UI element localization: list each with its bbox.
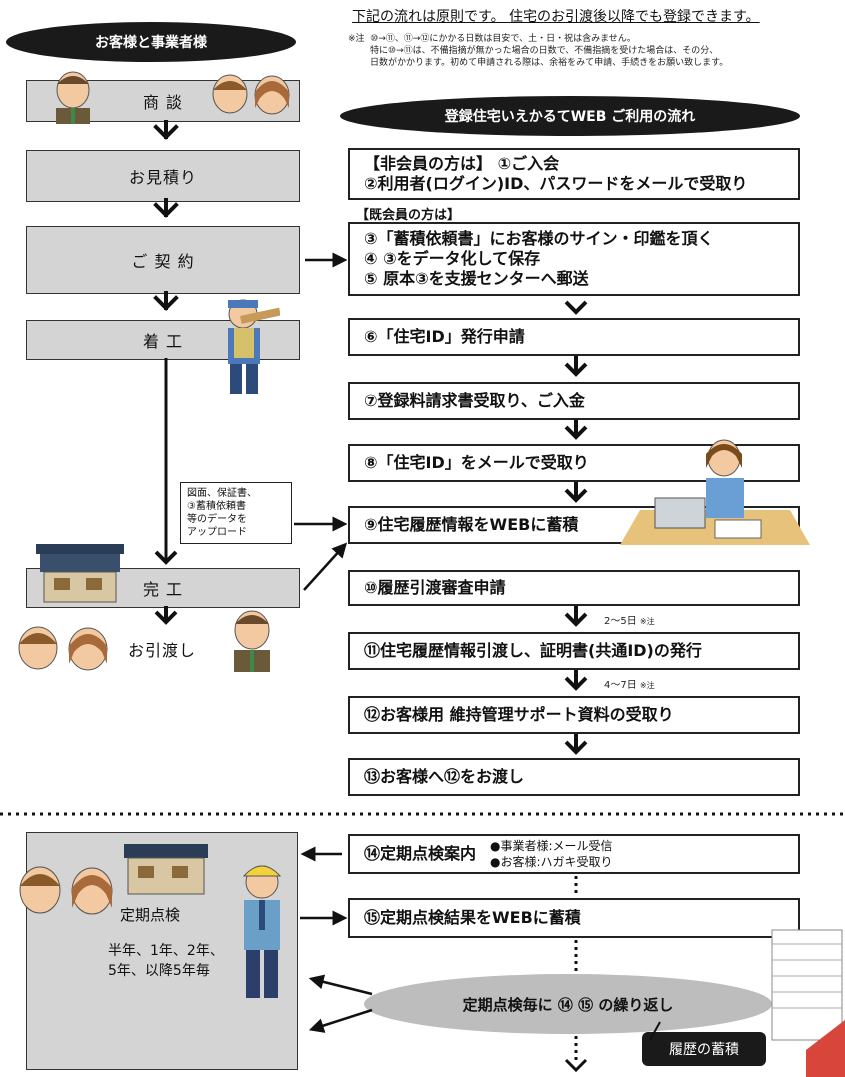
arrow-chevron — [564, 420, 588, 440]
step-13: ⑬お客様へ⑫をお渡し — [348, 758, 800, 796]
note-line3: 日数がかかります。初めて申請される際は、余裕をみて申請、手続きをお願い致します。 — [370, 58, 729, 68]
arrow-chevron — [153, 198, 179, 218]
arrow-chevron — [564, 734, 588, 755]
arrow-chevron — [564, 1058, 588, 1073]
step-11-label: ⑪住宅履歴情報引渡し、証明書(共通ID)の発行 — [364, 641, 702, 660]
inspection-bullet2: ●お客様:ハガキ受取り — [490, 855, 613, 869]
step-keiyaku-label: ご 契 約 — [131, 252, 195, 271]
step-chakko-label: 着 工 — [142, 332, 184, 351]
step-1-line1: 【非会員の方は】 ①ご入会 — [364, 154, 560, 173]
arrow-chevron — [564, 606, 588, 627]
step-11: ⑪住宅履歴情報引渡し、証明書(共通ID)の発行 — [348, 632, 800, 670]
step-9-label: ⑨住宅履歴情報をWEBに蓄積 — [364, 515, 579, 534]
note-line1: ⑩→⑪、⑪→⑫にかかる日数は目安で、土・日・祝は含みません。 — [370, 34, 636, 44]
worker-avatar — [228, 299, 280, 394]
history-label: 履歴の蓄積 — [642, 1032, 766, 1066]
periodic-line2: 5年、以降5年毎 — [108, 963, 210, 979]
step-mitsumori: お見積り — [26, 150, 300, 202]
duration-1-note: ※注 — [639, 617, 655, 626]
upload-line3: 等のデータを — [187, 514, 247, 525]
laptop-desk-icon — [620, 497, 810, 545]
step-10: ⑩履歴引渡審査申請 — [348, 570, 800, 606]
step-6-label: ⑥「住宅ID」発行申請 — [364, 327, 525, 346]
step-14: ⑭定期点検案内 ●事業者様:メール受信 ●お客様:ハガキ受取り — [348, 834, 800, 874]
arrow-chevron — [564, 482, 588, 503]
step-3-5: ③「蓄積依頼書」にお客様のサイン・印鑑を頂く ④ ③をデータ化して保存 ⑤ 原本… — [348, 222, 800, 296]
note-line2: 特に⑩→⑪は、不備指摘が無かった場合の日数で、不備指摘を受けた場合は、その分、 — [370, 46, 719, 56]
step-3-line: ③「蓄積依頼書」にお客様のサイン・印鑑を頂く — [364, 229, 714, 248]
left-header: お客様と事業者様 — [6, 22, 296, 62]
couple-avatar — [18, 626, 108, 671]
step-8-label: ⑧「住宅ID」をメールで受取り — [364, 453, 589, 472]
step-4-line: ④ ③をデータ化して保存 — [364, 249, 541, 268]
step-15-label: ⑮定期点検結果をWEBに蓄積 — [364, 908, 581, 927]
repeat-ellipse: 定期点検毎に ⑭ ⑮ の繰り返し — [364, 974, 772, 1034]
duration-1: 2〜5日 ※注 — [604, 612, 655, 627]
duration-1-value: 2〜5日 — [604, 616, 637, 627]
duration-2-value: 4〜7日 — [604, 680, 637, 691]
businessman-avatar — [234, 610, 270, 672]
left-down-arrows — [153, 120, 179, 311]
arrow-chevron — [564, 356, 588, 377]
step-mitsumori-label: お見積り — [128, 168, 197, 187]
arrow-chevron — [564, 670, 588, 691]
step-1-2: 【非会員の方は】 ①ご入会 ②利用者(ログイン)ID、パスワードをメールで受取り — [348, 148, 800, 200]
step-7-label: ⑦登録料請求書受取り、ご入金 — [364, 391, 585, 410]
step-14-label: ⑭定期点検案内 — [364, 844, 477, 863]
arrow-chevron — [153, 120, 179, 140]
top-headline: 下記の流れは原則です。 住宅のお引渡後以降でも登録できます。 — [352, 9, 760, 25]
member-label: 【既会員の方は】 — [356, 208, 461, 223]
step-10-label: ⑩履歴引渡審査申請 — [364, 578, 506, 597]
arrow-chevron — [154, 606, 178, 625]
periodic-line1: 半年、1年、2年、 — [108, 943, 224, 959]
house-icon — [36, 544, 124, 603]
arrow-chevron — [564, 300, 588, 315]
right-down-arrows — [564, 300, 588, 755]
step-shodan-label: 商 談 — [142, 93, 184, 112]
step-12: ⑫お客様用 維持管理サポート資料の受取り — [348, 696, 800, 734]
arrow-repeat-left-lower — [308, 1008, 373, 1033]
house-icon — [124, 844, 208, 895]
right-header: 登録住宅いえかるてWEB ご利用の流れ — [340, 96, 800, 136]
duration-2-note: ※注 — [639, 681, 655, 690]
step-6: ⑥「住宅ID」発行申請 — [348, 318, 800, 356]
duration-2: 4〜7日 ※注 — [604, 676, 655, 691]
arrow-chevron — [154, 550, 178, 565]
arrow-kanko-diagonal — [303, 542, 348, 591]
step-13-label: ⑬お客様へ⑫をお渡し — [364, 767, 525, 786]
periodic-title: 定期点検 — [120, 906, 181, 924]
couple-avatar — [19, 866, 113, 915]
step-15: ⑮定期点検結果をWEBに蓄積 — [348, 898, 800, 938]
step-kanko-label: 完 工 — [142, 580, 184, 599]
paper-stack-icon — [771, 929, 845, 1077]
inspector-avatar — [242, 865, 282, 998]
step-12-label: ⑫お客様用 維持管理サポート資料の受取り — [364, 705, 674, 724]
inspection-bullet1: ●事業者様:メール受信 — [490, 839, 613, 853]
top-note: ※注 ⑩→⑪、⑪→⑫にかかる日数は目安で、土・日・祝は含みません。 特に⑩→⑪は… — [348, 33, 843, 69]
step-7: ⑦登録料請求書受取り、ご入金 — [348, 382, 800, 420]
note-prefix: ※注 — [348, 34, 365, 44]
upload-line1: 図面、保証書、 — [187, 488, 257, 499]
upload-line4: アップロード — [187, 527, 247, 538]
businessman-avatar — [56, 71, 90, 124]
inspection-info: ●事業者様:メール受信 ●お客様:ハガキ受取り — [490, 838, 613, 870]
step-1-line2: ②利用者(ログイン)ID、パスワードをメールで受取り — [364, 174, 748, 193]
upload-note-box: 図面、保証書、 ③蓄積依頼書 等のデータを アップロード — [180, 482, 292, 544]
repeat-label: 定期点検毎に ⑭ ⑮ の繰り返し — [462, 995, 674, 1014]
couple-avatar — [212, 74, 290, 115]
step-hikiwatashi-label: お引渡し — [127, 641, 196, 660]
step-5-line: ⑤ 原本③を支援センターへ郵送 — [364, 269, 589, 288]
upload-line2: ③蓄積依頼書 — [187, 501, 246, 512]
arrow-repeat-left-upper — [308, 974, 373, 996]
history-pointer — [649, 1021, 661, 1041]
step-keiyaku: ご 契 約 — [26, 226, 300, 294]
operator-avatar — [706, 439, 744, 518]
arrow-chevron — [153, 291, 179, 311]
